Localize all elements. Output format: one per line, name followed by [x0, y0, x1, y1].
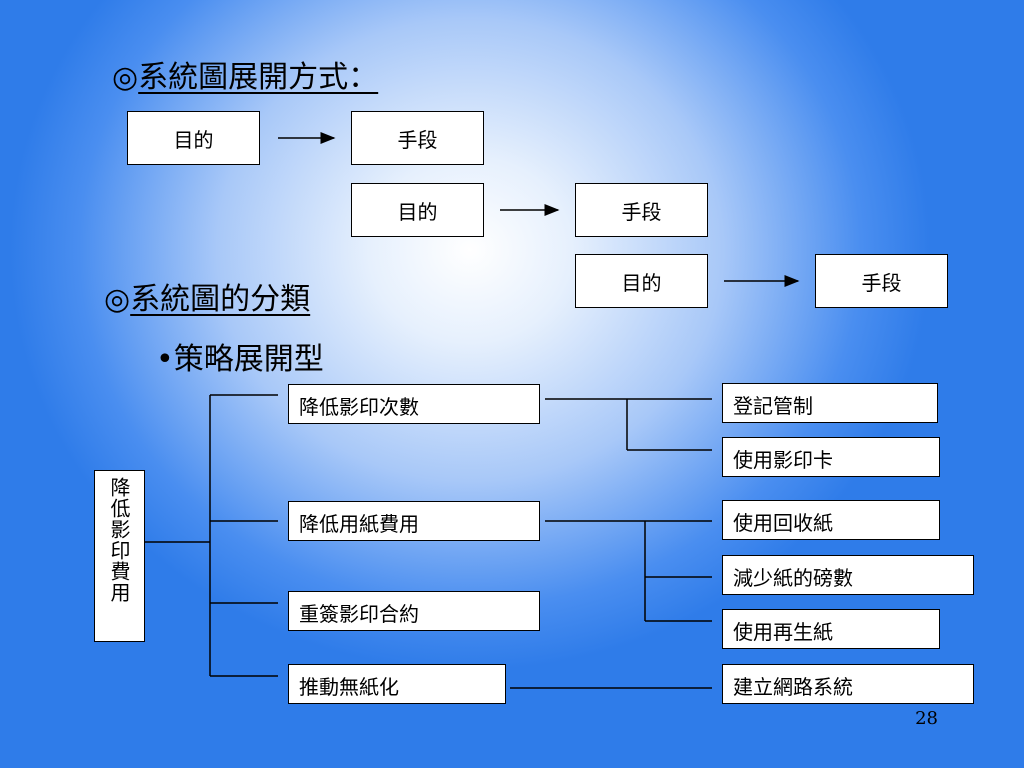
leaf-box-2-3: 使用再生紙 — [722, 609, 940, 649]
row3-means-box: 手段 — [815, 254, 948, 308]
leaf-box-4-1: 建立網路系統 — [722, 664, 974, 704]
leaf-box-2-2: 減少紙的磅數 — [722, 555, 974, 595]
expansion-heading: ◎系統圖展開方式： — [112, 52, 378, 96]
classification-heading-marker: ◎ — [104, 282, 131, 317]
leaf-box-1-1: 登記管制 — [722, 383, 938, 423]
leaf-box-1-2: 使用影印卡 — [722, 437, 940, 477]
row1-means-box: 手段 — [351, 111, 484, 165]
branch-box-2: 降低用紙費用 — [288, 501, 540, 541]
branch-box-1: 降低影印次數 — [288, 384, 540, 424]
row2-means-box: 手段 — [575, 183, 708, 237]
expansion-heading-marker: ◎ — [112, 60, 139, 95]
branch-box-4: 推動無紙化 — [288, 664, 506, 704]
leaf-box-2-1: 使用回收紙 — [722, 500, 940, 540]
strategy-bullet: •策略展開型 — [156, 342, 324, 377]
row1-goal-box: 目的 — [127, 111, 260, 165]
row3-goal-box: 目的 — [575, 254, 708, 308]
page-number: 28 — [915, 708, 938, 729]
classification-heading-text: 系統圖的分類 — [130, 282, 311, 317]
branch-box-3: 重簽影印合約 — [288, 591, 540, 631]
expansion-heading-text: 系統圖展開方式： — [138, 60, 379, 95]
tree-root-box: 降低影印費用 — [94, 470, 145, 642]
row2-goal-box: 目的 — [351, 183, 484, 237]
classification-heading: ◎系統圖的分類 — [104, 274, 310, 318]
